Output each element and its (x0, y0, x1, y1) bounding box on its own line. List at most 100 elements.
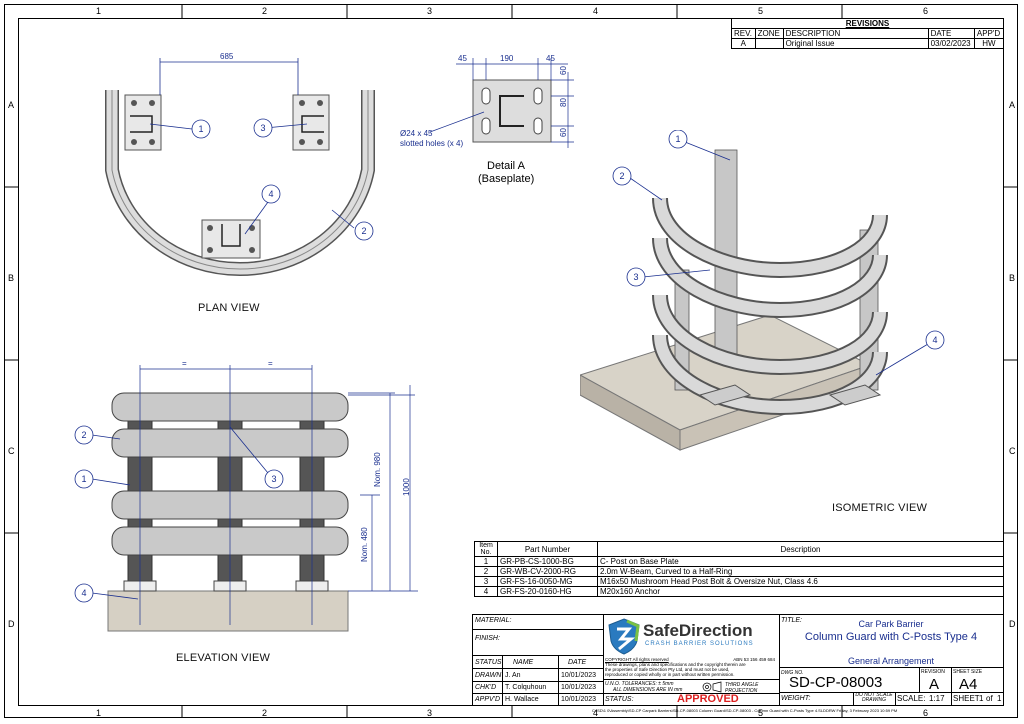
title-block: MATERIAL: FINISH: STATUS NAME DATE DRAWN… (472, 614, 1004, 706)
appd-label: APPV'D (475, 696, 501, 703)
copyright-line-2: These drawings, plans and specifications… (605, 662, 746, 667)
elevation-view-label: ELEVATION VIEW (176, 652, 271, 664)
iso-callout-4: 4 (932, 335, 937, 345)
revision-row: A Original Issue 03/02/2023 HW (731, 38, 1005, 49)
plan-view-drawing: 685 1 3 4 2 (105, 52, 375, 276)
parts-item: 2 (474, 566, 498, 577)
zone-col-6-bottom: 6 (923, 708, 929, 718)
zone-col-3-bottom: 3 (427, 708, 433, 718)
detail-dim-v1: 60 (558, 66, 568, 75)
slot-note-2: slotted holes (x 4) (400, 139, 464, 148)
elev-callout-4: 4 (81, 588, 86, 598)
parts-row: 4 GR-FS-20-0160-HG M20x160 Anchor (474, 586, 1004, 597)
status-label: STATUS: (605, 696, 634, 703)
elev-dim-980: Nom. 980 (373, 452, 382, 487)
parts-number: GR-WB-CV-2000-RG (497, 566, 598, 577)
zone-col-6: 6 (923, 6, 929, 16)
zone-row-c: C (8, 446, 15, 456)
copyright-line-4: reproduced or copied wholly or in part w… (605, 672, 735, 677)
parts-desc: 2.0m W-Beam, Curved to a Half-Ring (597, 566, 1004, 577)
parts-desc: M16x50 Mushroom Head Post Bolt & Oversiz… (597, 576, 1004, 587)
shield-logo-icon (608, 618, 640, 655)
elev-callout-3: 3 (271, 474, 276, 484)
zone-col-1: 1 (96, 6, 102, 16)
detail-dim-left: 45 (458, 54, 467, 63)
parts-desc: C- Post on Base Plate (597, 556, 1004, 567)
rev-header-description: DESCRIPTION (782, 28, 929, 39)
chkd-name: T. Colquhoun (505, 684, 547, 691)
material-label: MATERIAL: (475, 617, 512, 624)
status-header: STATUS (475, 659, 502, 666)
iso-callout-1: 1 (675, 134, 680, 144)
elev-dim-1000: 1000 (402, 478, 411, 496)
plan-view-label: PLAN VIEW (198, 302, 260, 314)
zone-col-4: 4 (593, 6, 599, 16)
parts-item: 3 (474, 576, 498, 587)
chkd-label: CHK'D (475, 684, 497, 691)
parts-number: GR-FS-16-0050-MG (497, 576, 598, 587)
parts-header-item: Item No. (474, 541, 498, 557)
plan-callout-1: 1 (198, 124, 203, 134)
title-block-company: SafeDirection CRASH BARRIER SOLUTIONS CO… (603, 615, 780, 705)
detail-a-title: Detail A (487, 160, 525, 172)
zone-col-4-bottom: 4 (593, 708, 599, 718)
title-block-signatures: MATERIAL: FINISH: STATUS NAME DATE DRAWN… (473, 615, 604, 705)
zone-row-a-right: A (1009, 100, 1016, 110)
projection-note: THIRD ANGLE PROJECTION (725, 682, 759, 694)
zone-col-5-bottom: 5 (758, 708, 764, 718)
sheet-total: 1 (997, 694, 1002, 703)
revision-label: REVISION (921, 669, 945, 675)
tolerance-note: U.N.O. TOLERANCES: ± 5mm (605, 681, 674, 687)
copyright-notice: COPYRIGHT All rights reserved ABN 53 156… (605, 657, 779, 677)
scale-label: SCALE: (897, 694, 926, 703)
third-angle-projection-icon (702, 681, 722, 693)
zone-col-3: 3 (427, 6, 433, 16)
scale-value: 1:17 (929, 694, 945, 703)
zone-row-b: B (8, 273, 15, 283)
parts-row: 2 GR-WB-CV-2000-RG 2.0m W-Beam, Curved t… (474, 566, 1004, 577)
sheet-size-value: A4 (959, 676, 978, 693)
title-block-drawing-info: TITLE: Car Park Barrier Column Guard wit… (779, 615, 1003, 705)
zone-col-1-bottom: 1 (96, 708, 102, 718)
sheet-size-label: SHEET SIZE (953, 669, 983, 675)
sheet-number: 1 (979, 694, 984, 703)
zone-row-d-right: D (1009, 619, 1016, 629)
finish-label: FINISH: (475, 635, 500, 642)
rev-header-date: DATE (927, 28, 975, 39)
elevation-view-drawing: = = 2 1 3 4 (74, 359, 418, 632)
dwg-no-label: DWG NO. (781, 670, 804, 676)
slot-note-1: Ø24 x 45 (400, 129, 433, 138)
rev-cell: A (731, 38, 756, 49)
date-header: DATE (568, 659, 587, 666)
drawn-label: DRAWN (475, 672, 502, 679)
drawing-number: SD-CP-08003 (789, 674, 883, 691)
plan-callout-2: 2 (361, 226, 366, 236)
copyright-line-3: the properties of Safe Direction Pty Ltd… (605, 667, 730, 672)
detail-dim-v3: 60 (558, 128, 568, 137)
zone-cell (754, 38, 784, 49)
appd-cell: HW (973, 38, 1005, 49)
zone-row-c-right: C (1009, 446, 1016, 456)
slot-note-leader (429, 111, 485, 133)
copyright-line-1: COPYRIGHT All rights reserved (605, 657, 669, 662)
sheet-of: of (986, 694, 993, 703)
elev-dim-eq-2: = (268, 359, 273, 368)
company-abn: ABN 53 156 459 684 (733, 657, 775, 662)
rev-header-zone: ZONE (754, 28, 784, 39)
description-cell: Original Issue (782, 38, 929, 49)
parts-header-desc: Description (597, 541, 1004, 557)
drawing-title-1: Car Park Barrier (858, 619, 924, 629)
drawn-name: J. An (505, 672, 521, 679)
detail-dim-v2: 80 (558, 98, 568, 107)
parts-item: 1 (474, 556, 498, 567)
plan-dim-width: 685 (220, 52, 234, 61)
drawn-date: 10/01/2023 (561, 672, 597, 679)
elev-dim-480: Nom. 480 (360, 527, 369, 562)
file-path-footer: C:\SD\1 0\Assembly\SD-CP Carpark Barrier… (592, 708, 898, 713)
appd-date: 10/01/2023 (561, 696, 597, 703)
detail-dim-right: 45 (546, 54, 555, 63)
drawing-title-3: General Arrangement (847, 656, 935, 666)
isometric-view-drawing: 1 2 3 4 (580, 130, 945, 451)
elev-callout-1: 1 (81, 474, 86, 484)
